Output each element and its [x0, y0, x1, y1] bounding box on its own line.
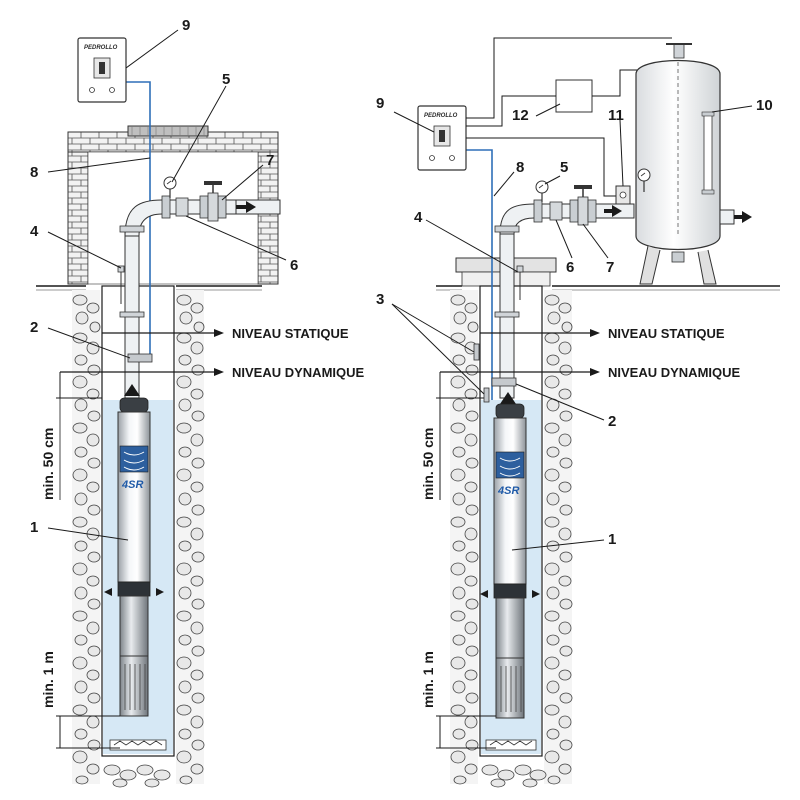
left-control-box: PEDROLLO — [77, 37, 127, 103]
right-callout-8: 8 — [516, 159, 524, 176]
right-dim-min-1m: min. 1 m — [420, 651, 436, 708]
left-control-box-brand: PEDROLLO — [84, 45, 118, 51]
right-callout-10: 10 — [756, 97, 773, 114]
left-callout-9: 9 — [182, 17, 190, 34]
left-callout-5: 5 — [222, 71, 230, 88]
left-callout-6: 6 — [290, 257, 298, 274]
left-dim-min-50cm: min. 50 cm — [40, 428, 56, 500]
left-callout-7: 7 — [266, 152, 274, 169]
right-pump: 4SR — [480, 392, 540, 719]
right-callout-3: 3 — [376, 291, 384, 308]
right-control-box: PEDROLLO — [417, 105, 467, 171]
right-dim-min-50cm: min. 50 cm — [420, 428, 436, 500]
right-callout-11: 11 — [608, 107, 624, 124]
left-static-level-label: NIVEAU STATIQUE — [232, 326, 349, 341]
right-callout-4: 4 — [414, 209, 423, 226]
brick-chamber — [67, 125, 279, 285]
right-static-level-label: NIVEAU STATIQUE — [608, 326, 725, 341]
left-installation: NIVEAU STATIQUE NIVEAU DYNAMIQUE 4SR PED… — [30, 17, 365, 788]
pressure-tank — [635, 43, 752, 285]
left-pump-model-label: 4SR — [121, 479, 143, 491]
left-dim-min-1m: min. 1 m — [40, 651, 56, 708]
right-dynamic-level-label: NIVEAU DYNAMIQUE — [608, 365, 741, 380]
left-dynamic-level-label: NIVEAU DYNAMIQUE — [232, 365, 365, 380]
right-pump-model-label: 4SR — [497, 485, 519, 497]
right-callout-5: 5 — [560, 159, 568, 176]
left-callout-4: 4 — [30, 223, 39, 240]
left-callout-8: 8 — [30, 164, 38, 181]
right-callout-7: 7 — [606, 259, 614, 276]
right-callout-6: 6 — [566, 259, 574, 276]
right-callout-9: 9 — [376, 95, 384, 112]
right-installation: NIVEAU STATIQUE NIVEAU DYNAMIQUE 4SR PED… — [376, 37, 780, 788]
right-callout-1: 1 — [608, 531, 616, 548]
right-callout-2: 2 — [608, 413, 616, 430]
left-callout-2: 2 — [30, 319, 38, 336]
right-callout-12: 12 — [512, 107, 529, 124]
left-callout-1: 1 — [30, 519, 38, 536]
left-pump: 4SR — [104, 384, 164, 717]
right-control-box-brand: PEDROLLO — [424, 113, 458, 119]
